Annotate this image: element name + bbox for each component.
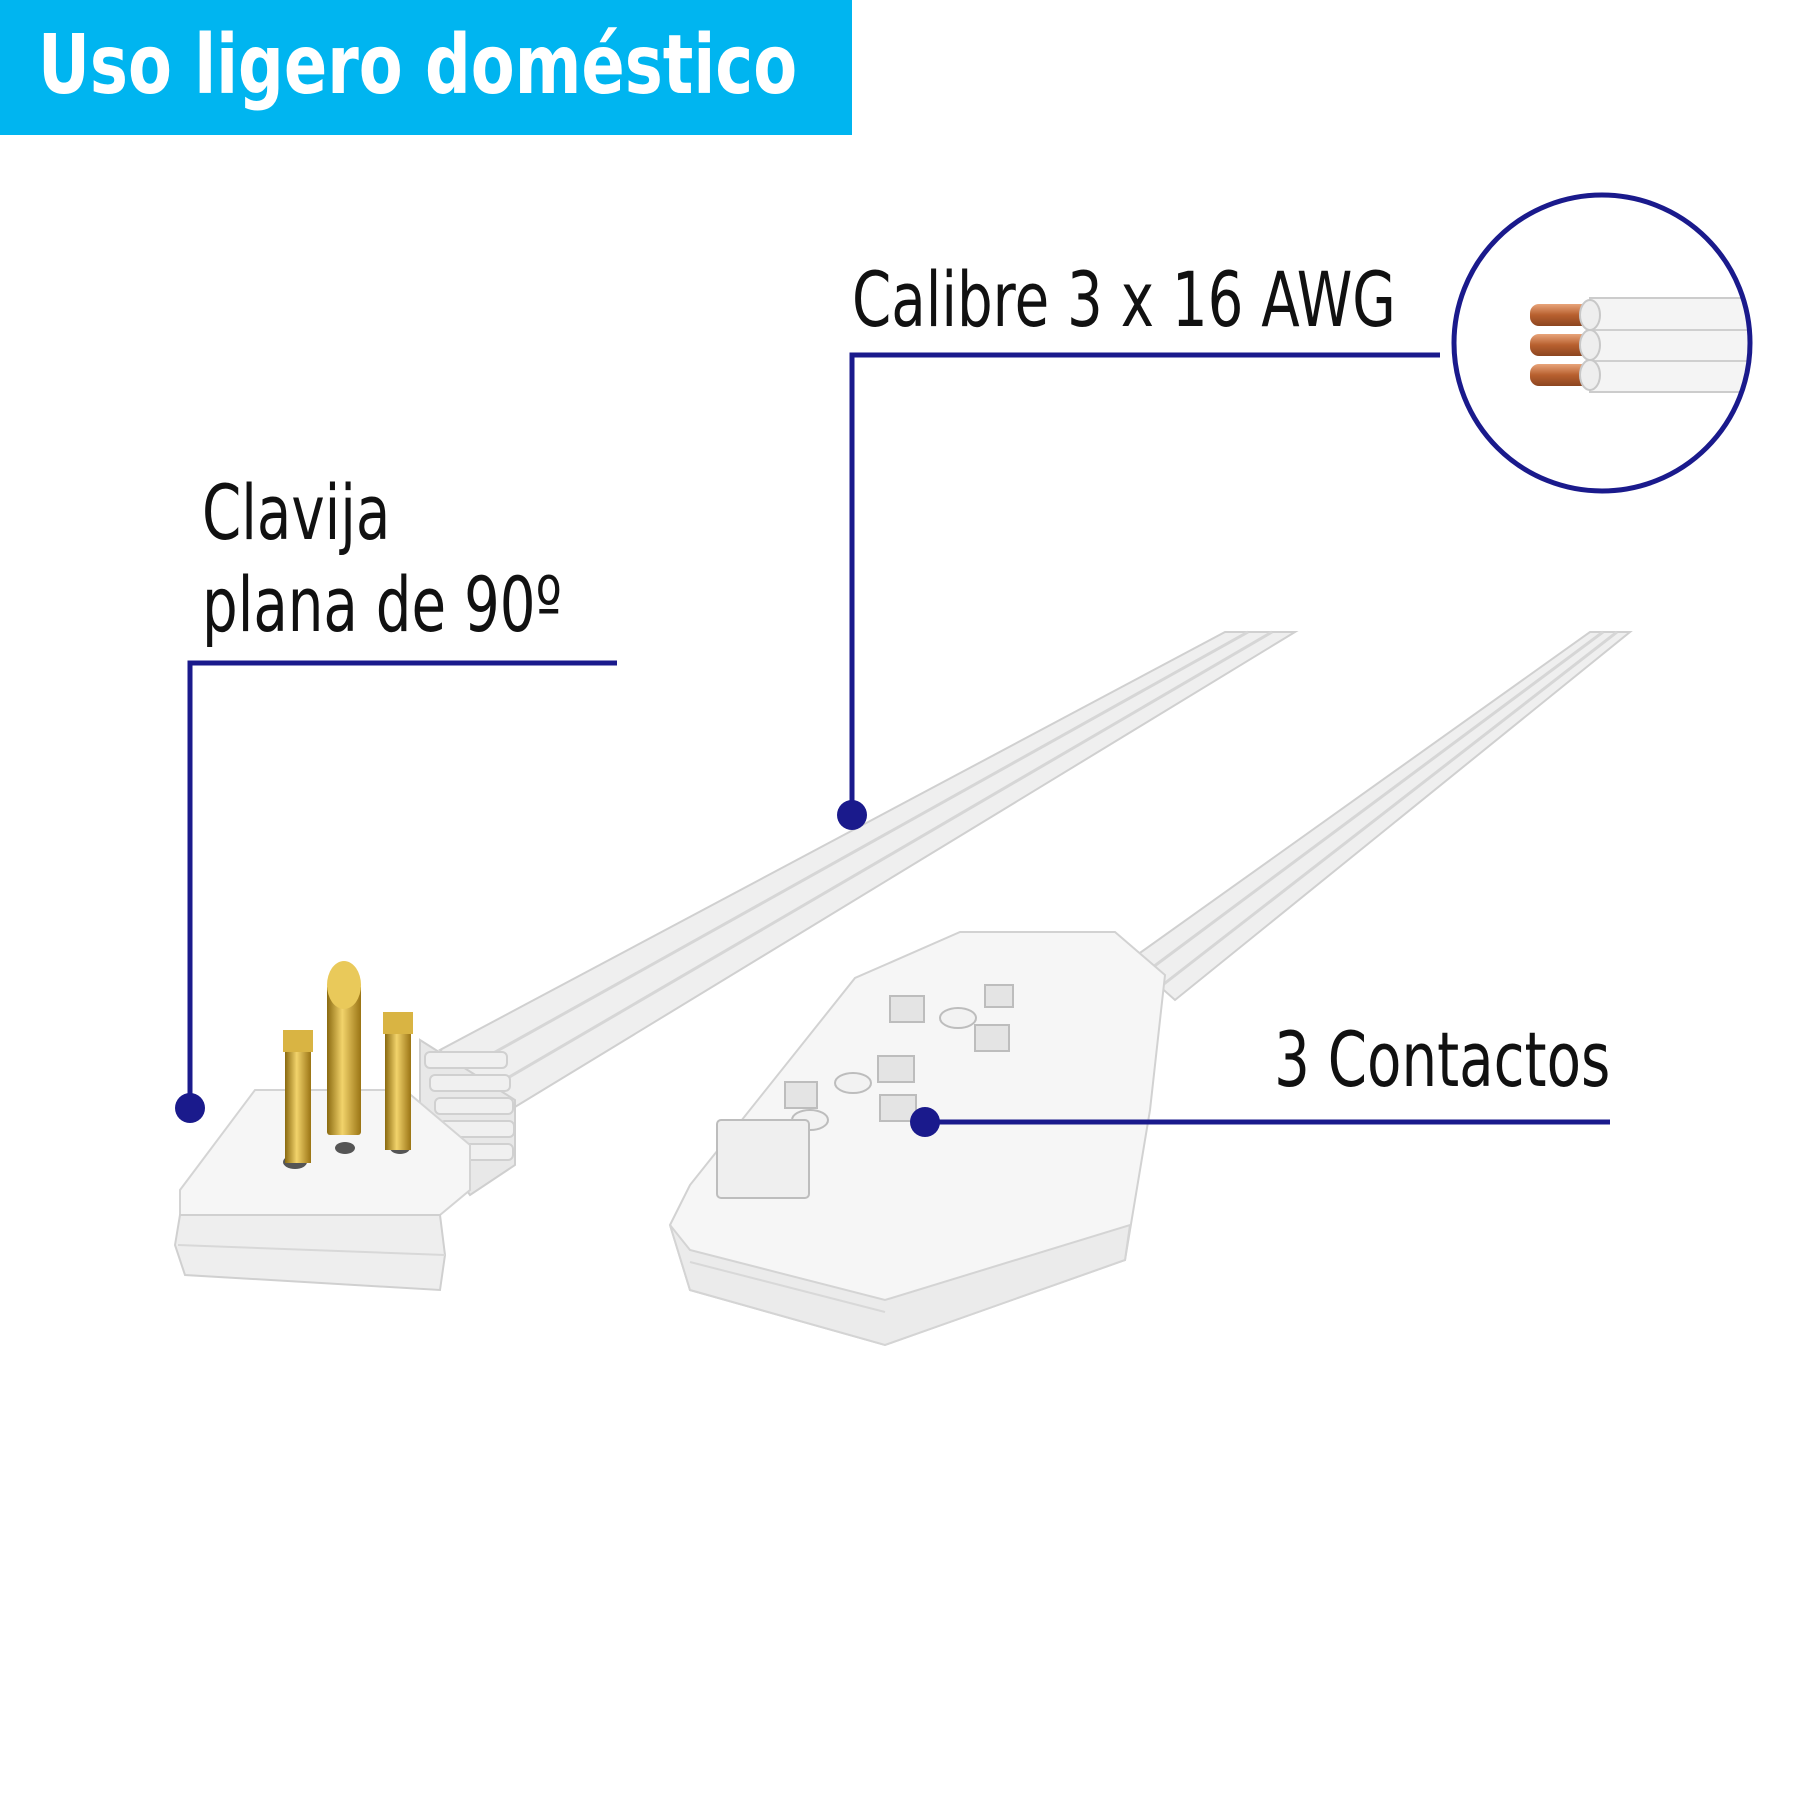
plug-label-line1: Clavija <box>202 468 391 557</box>
gauge-label: Calibre 3 x 16 AWG <box>852 255 1396 344</box>
outlets-label: 3 Contactos <box>1273 1015 1610 1104</box>
outlets-callout-dot <box>910 1107 940 1137</box>
gauge-callout-dot <box>837 800 867 830</box>
header-banner: Uso ligero doméstico <box>0 0 852 135</box>
banner-title: Uso ligero doméstico <box>38 18 798 113</box>
copper-wire-icon <box>1451 192 1753 494</box>
plug-icon <box>173 961 516 1292</box>
cable-upper <box>438 630 1299 1112</box>
callout-lines <box>187 352 1610 1125</box>
plug-label-line2: plana de 90º <box>202 560 563 649</box>
plug-callout-dot <box>175 1093 205 1123</box>
power-strip-icon <box>668 931 1167 1347</box>
